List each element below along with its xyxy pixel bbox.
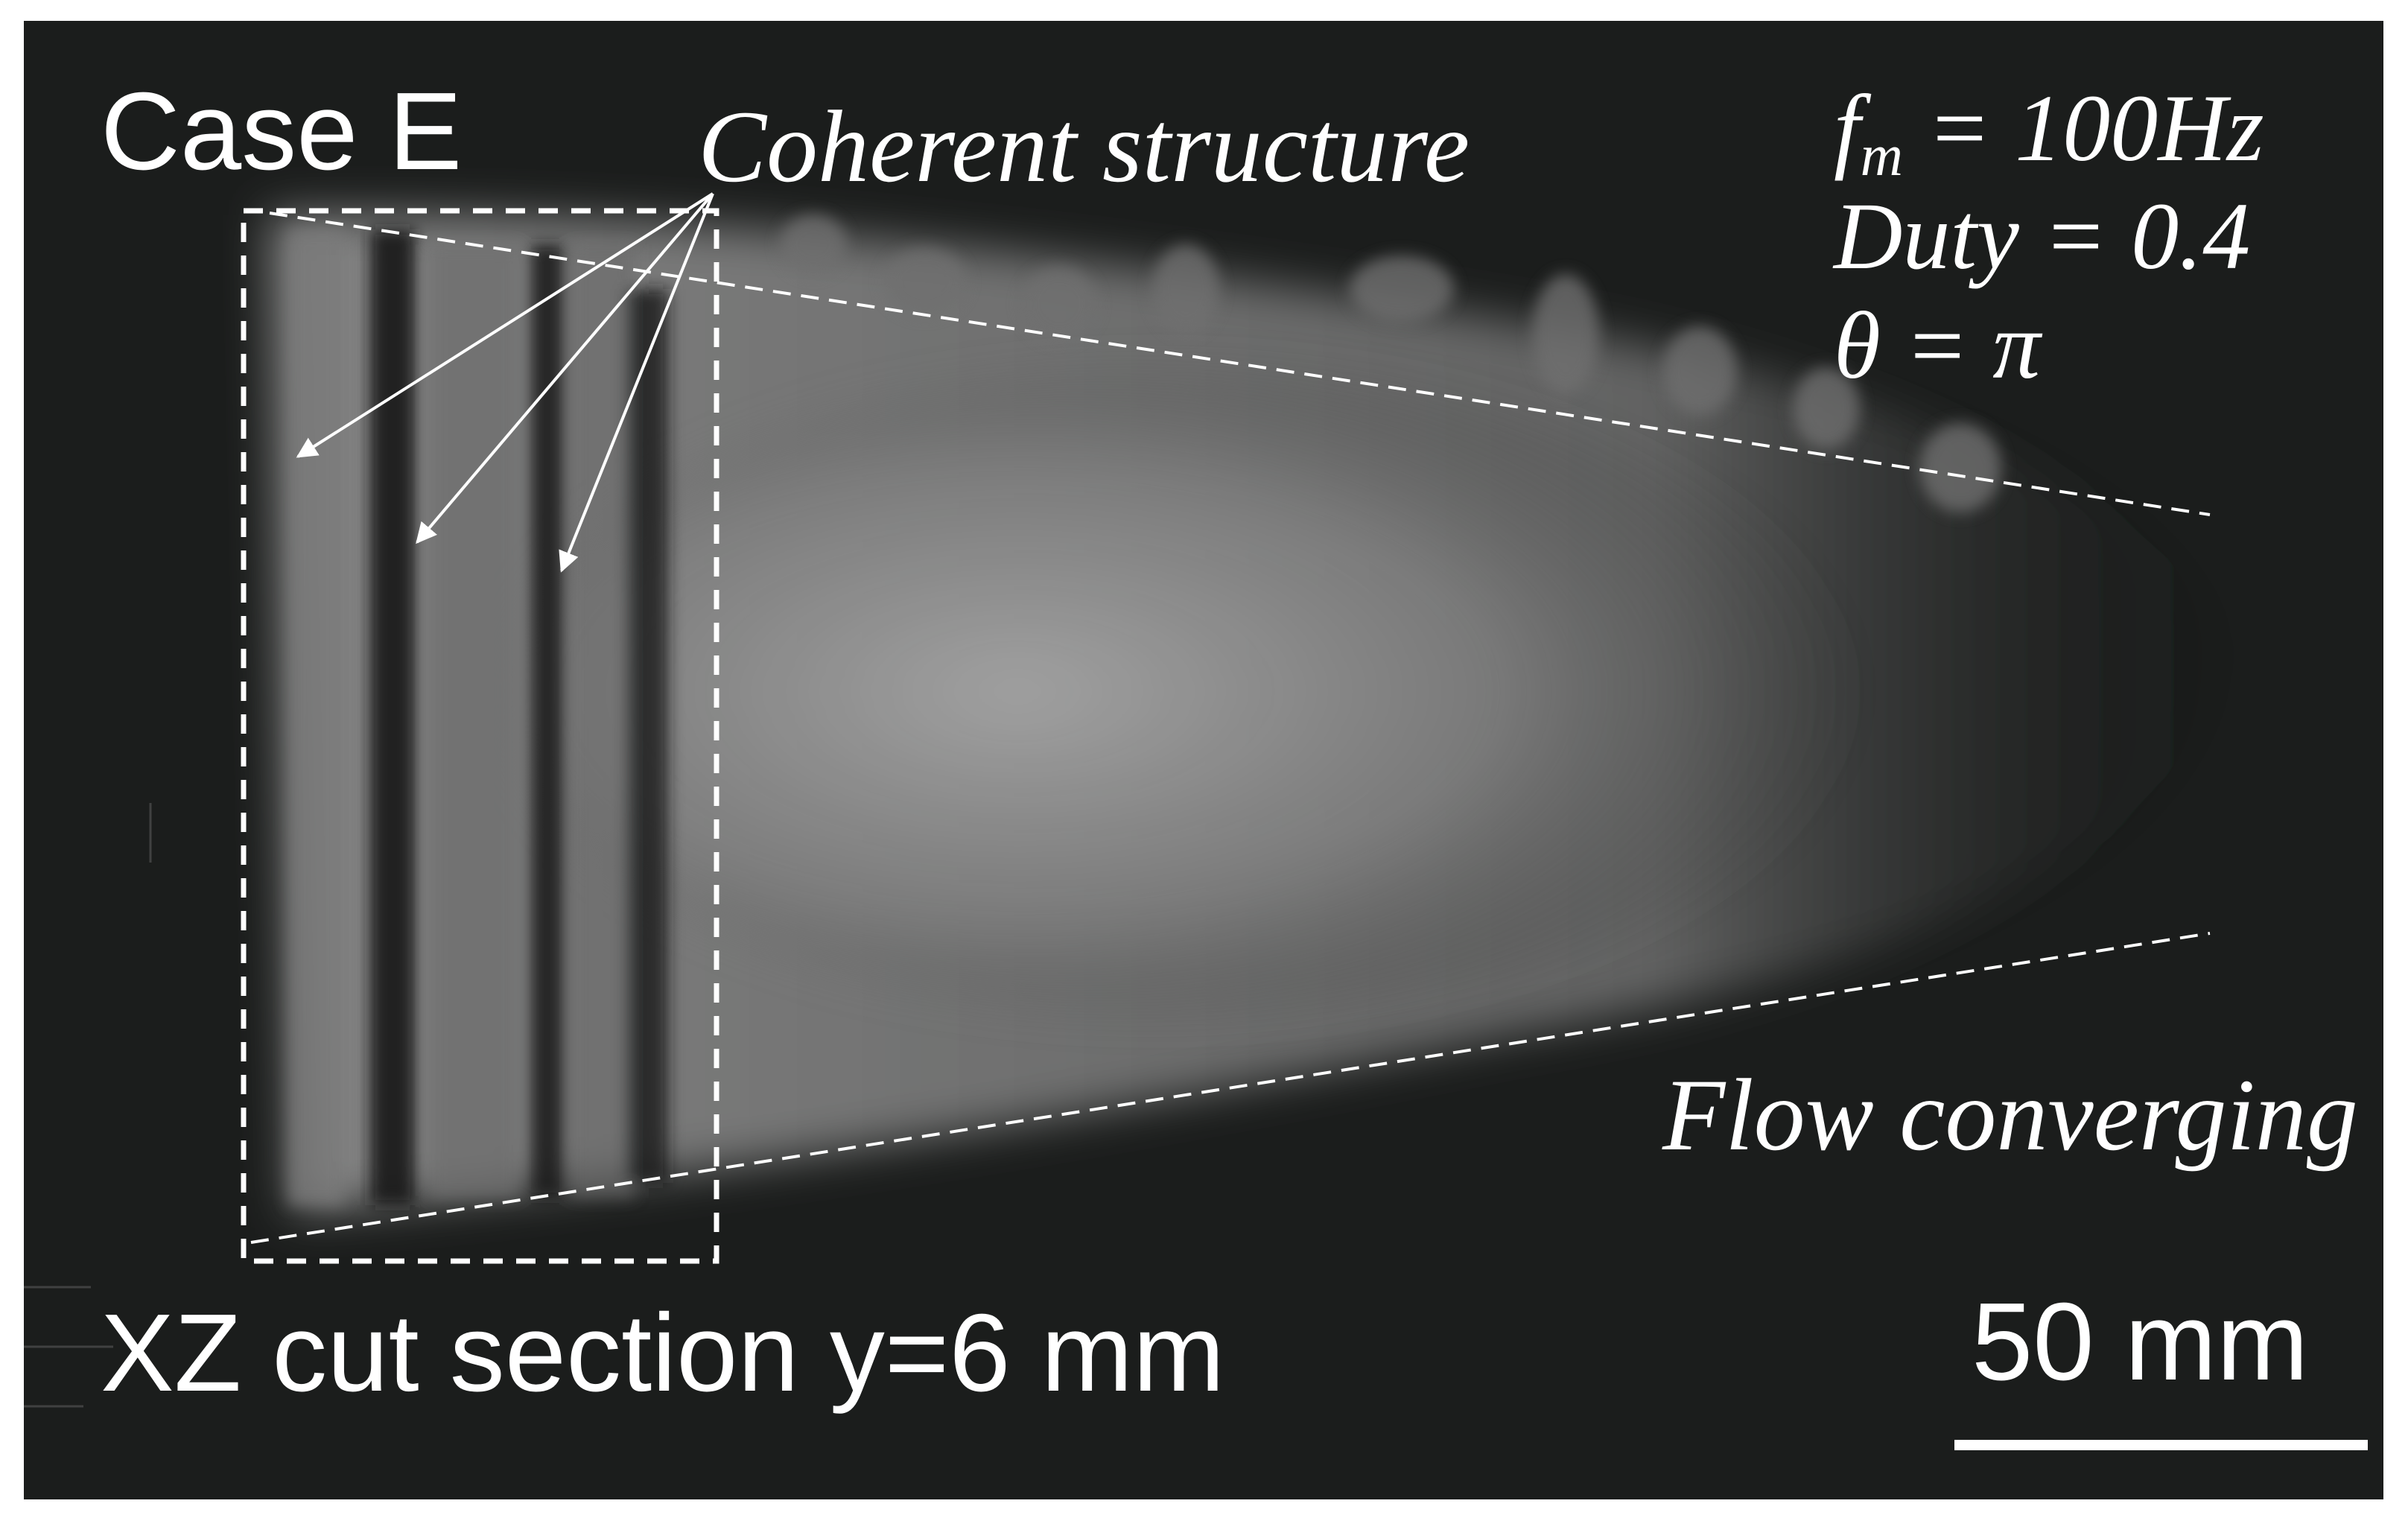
theta-label: θ = π [1834,293,2041,399]
arrow-3 [559,193,714,573]
cut-section-label: XZ cut section y=6 mm [101,1292,1225,1415]
arrow-2 [416,192,714,544]
flow-converging-label: Flow converging [1662,1058,2358,1172]
smoke-core [508,371,1849,1012]
case-label: Case E [101,70,463,193]
lower-convergence-line [250,932,2211,1244]
arrow-1 [296,192,714,458]
vortex-rollups [780,215,2001,512]
frequency-value: = 100Hz [1902,75,2264,181]
flow-visualization-image: Case E Coherent structure fm = 100Hz Dut… [24,21,2383,1499]
coherent-structure-arrows [296,192,714,573]
frequency-label: fm = 100Hz [1834,80,2264,185]
scale-bar-label: 50 mm [1972,1280,2309,1403]
frequency-symbol: f [1834,75,1861,181]
coherent-structure-label: Coherent structure [698,89,1470,203]
edge-artifacts [24,803,152,1408]
frequency-subscript: m [1860,122,1903,188]
dashed-region-box [241,208,719,1264]
duty-label: Duty = 0.4 [1834,183,2251,289]
upper-convergence-line [269,212,2211,516]
coherent-bands [288,229,668,1205]
scale-bar [1954,1440,2368,1450]
smoke-plume-graphic [24,192,2243,1408]
